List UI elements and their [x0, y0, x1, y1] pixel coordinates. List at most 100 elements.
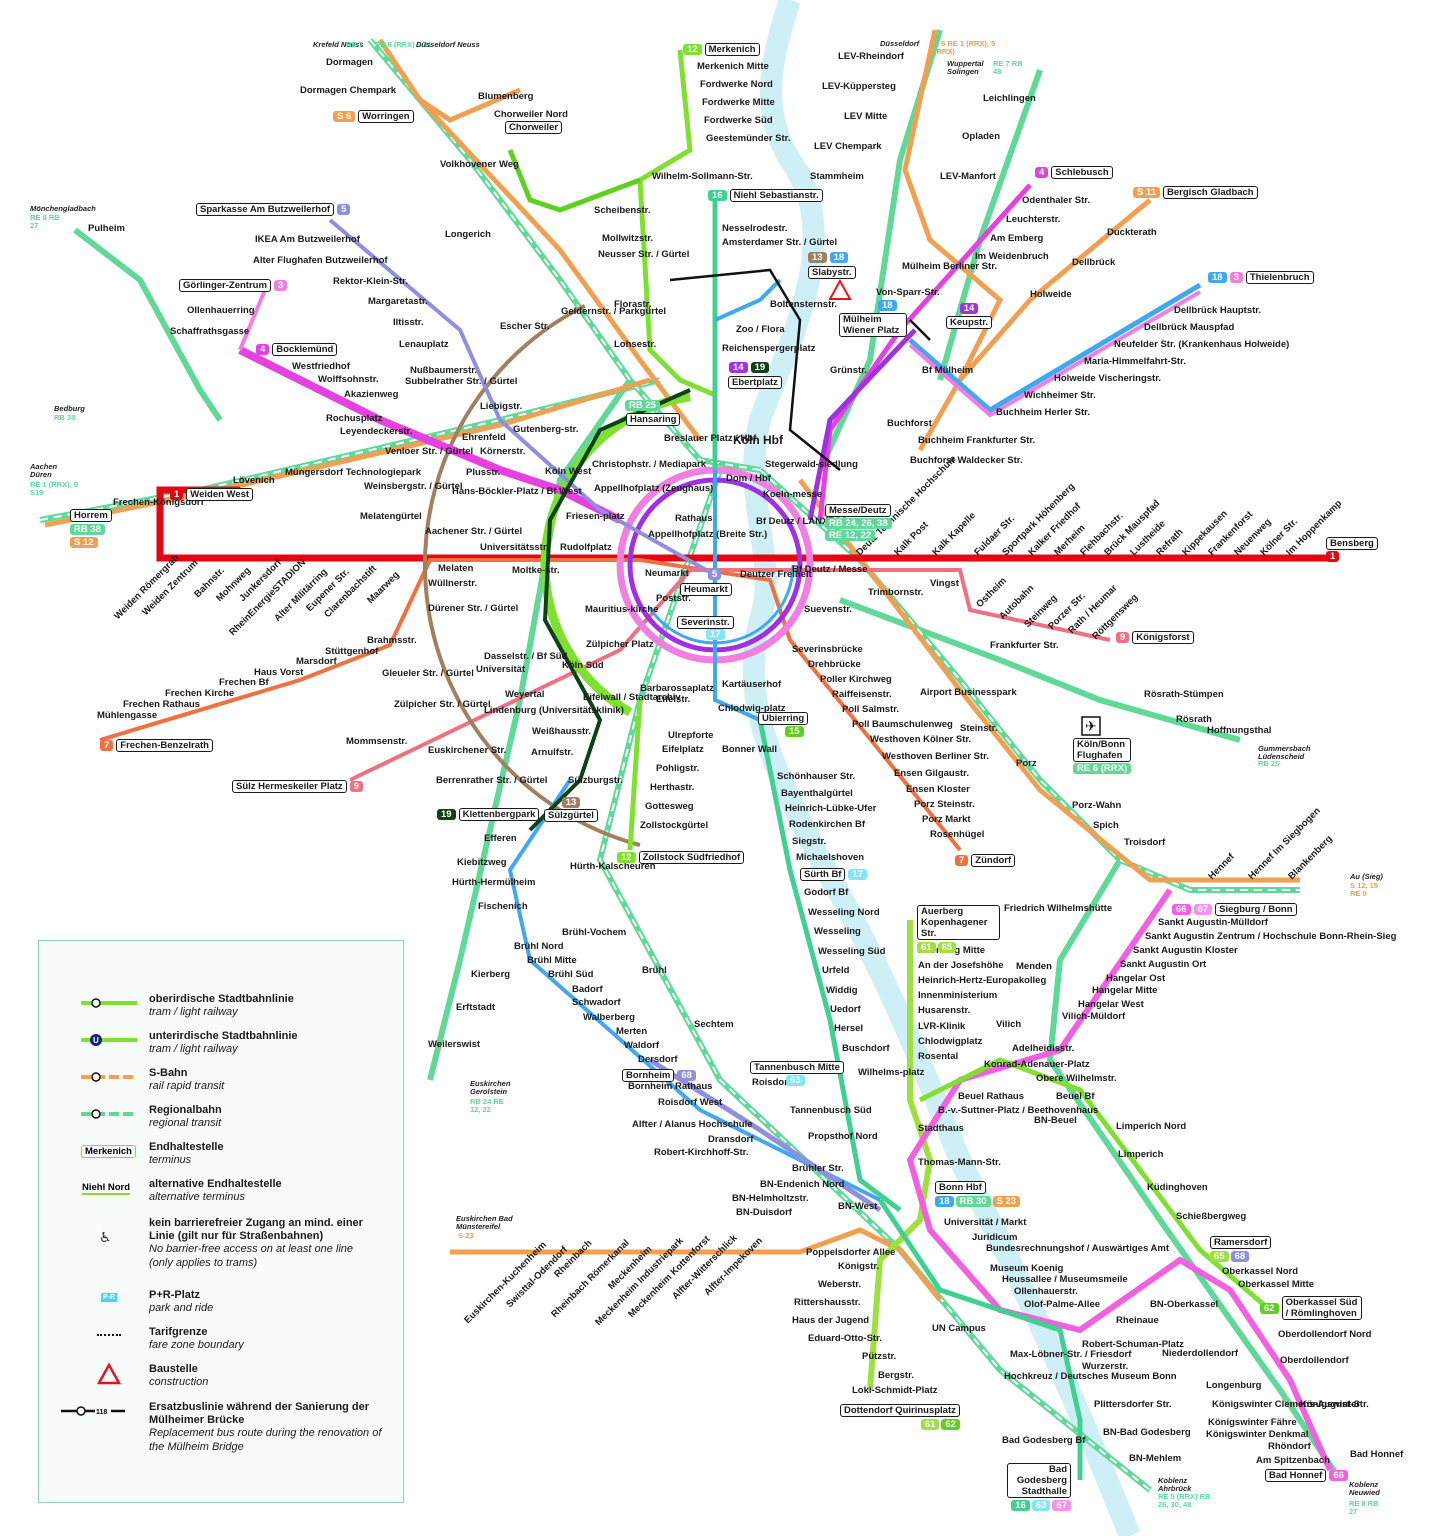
terminus-ubierring[interactable]: Ubierring: [758, 712, 809, 725]
station-reichenspergerplatz[interactable]: Reichenspergerplatz: [722, 343, 816, 354]
station-bruehl-mitte[interactable]: Brühl Mitte: [527, 955, 577, 966]
station-limperich[interactable]: Limperich: [1118, 1149, 1164, 1160]
station-loki-schmidt[interactable]: Loki-Schmidt-Platz: [852, 1385, 938, 1396]
station-spich[interactable]: Spich: [1093, 820, 1119, 831]
station-max-loebner[interactable]: Max-Löbner-Str. / Friesdorf: [1010, 1349, 1132, 1360]
terminus-slabystr[interactable]: 13 18: [808, 252, 849, 263]
station-badorf[interactable]: Badorf: [572, 984, 603, 995]
station-longerich[interactable]: Longerich: [445, 229, 491, 240]
station-lev-chempark[interactable]: LEV Chempark: [814, 141, 882, 152]
station-zoo-flora[interactable]: Zoo / Flora: [736, 324, 785, 335]
station-eduard-otto[interactable]: Eduard-Otto-Str.: [808, 1333, 882, 1344]
station-gottesweg[interactable]: Gottesweg: [645, 801, 694, 812]
terminus-frechen-benzelrath[interactable]: 7 Frechen-Benzelrath: [100, 739, 213, 752]
terminus-flughafen[interactable]: Köln/Bonn Flughafen RE 6 (RRX): [1073, 738, 1132, 774]
station-maria-himmelfahrt[interactable]: Maria-Himmelfahrt-Str.: [1084, 356, 1186, 367]
station-limperich-nord[interactable]: Limperich Nord: [1116, 1121, 1187, 1132]
station-rittershausstr[interactable]: Rittershausstr.: [794, 1297, 861, 1308]
station-rosental[interactable]: Rosental: [918, 1051, 959, 1062]
station-kartaeuserhof[interactable]: Kartäuserhof: [722, 679, 782, 690]
station-heussallee[interactable]: Heussallee / Museumsmeile: [1002, 1274, 1128, 1285]
station-bad-honnef-db[interactable]: Bad Honnef: [1350, 1449, 1404, 1460]
station-rektor-klein[interactable]: Rektor-Klein-Str.: [333, 276, 408, 287]
station-sechtem[interactable]: Sechtem: [694, 1019, 734, 1030]
station-innenministerium[interactable]: Innenministerium: [918, 990, 998, 1001]
station-haus-vorst[interactable]: Haus Vorst: [254, 667, 304, 678]
station-wolffsohnstr[interactable]: Wolffsohnstr.: [318, 374, 379, 385]
station-breslauer-platz[interactable]: Breslauer Platz / Hbf: [664, 433, 757, 444]
station-buchforst-waldecker[interactable]: Buchforst Waldecker Str.: [910, 455, 1023, 466]
station-uedorf[interactable]: Uedorf: [830, 1004, 861, 1015]
terminus-heumarkt-badge[interactable]: 5: [708, 569, 722, 580]
station-buchforst[interactable]: Buchforst: [887, 418, 932, 429]
terminus-bocklemuend[interactable]: 4 Bocklemünd: [256, 343, 338, 356]
station-schoenhauser[interactable]: Schönhauser Str.: [777, 771, 856, 782]
station-hersel[interactable]: Hersel: [834, 1023, 864, 1034]
station-lev-kueppersteg[interactable]: LEV-Küppersteg: [822, 81, 896, 92]
terminus-oberkassel-sued[interactable]: 62 Oberkassel Süd / Römlinghoven: [1260, 1296, 1362, 1320]
station-ikea[interactable]: IKEA Am Butzweilerhof: [255, 234, 360, 245]
station-wesseling[interactable]: Wesseling: [814, 926, 861, 937]
station-appellhofplatz-breite[interactable]: Appellhofplatz (Breite Str.): [648, 529, 768, 540]
station-subbelrather[interactable]: Subbelrather Str. / Gürtel: [405, 376, 518, 387]
station-hangelar-west[interactable]: Hangelar West: [1078, 999, 1144, 1010]
station-suevenstr[interactable]: Suevenstr.: [804, 604, 853, 615]
station-roisdorf-west[interactable]: Roisdorf West: [658, 1097, 723, 1108]
station-koeln-west[interactable]: Köln West: [545, 466, 592, 477]
terminus-hansaring[interactable]: Hansaring: [626, 413, 681, 426]
station-gruenstr[interactable]: Grünstr.: [830, 365, 867, 376]
station-kierberg[interactable]: Kierberg: [471, 969, 511, 980]
terminus-bad-honnef[interactable]: Bad Honnef 66: [1265, 1469, 1348, 1482]
station-severinsbruecke[interactable]: Severinsbrücke: [792, 644, 863, 655]
station-blumenberg[interactable]: Blumenberg: [478, 91, 534, 102]
station-wilhelm-sollmann[interactable]: Wilhelm-Sollmann-Str.: [652, 171, 753, 182]
station-stegerwaldsiedlung[interactable]: Stegerwald-siedlung: [765, 459, 858, 470]
station-chlodwigplatz-bonn[interactable]: Chlodwigplatz: [918, 1036, 983, 1047]
station-opladen[interactable]: Opladen: [962, 131, 1001, 142]
station-koelnmesse[interactable]: Koeln-messe: [763, 489, 823, 500]
station-rudolfplatz[interactable]: Rudolfplatz: [560, 542, 612, 553]
station-heinrich-luebke[interactable]: Heinrich-Lübke-Ufer: [785, 803, 877, 814]
terminus-wiener-platz-badge[interactable]: 18: [878, 300, 897, 311]
terminus-messe-deutz[interactable]: Messe/Deutz RB 24, 26, 38 RE 12, 22: [825, 504, 892, 541]
station-wuellnerstr[interactable]: Wüllnerstr.: [428, 578, 478, 589]
station-margaretastr[interactable]: Margaretastr.: [368, 296, 428, 307]
station-weinsbergstr[interactable]: Weinsbergstr. / Gürtel: [364, 481, 463, 492]
station-odenthaler[interactable]: Odenthaler Str.: [1022, 195, 1091, 206]
station-gleueler-str[interactable]: Gleueler Str. / Gürtel: [382, 668, 474, 679]
station-koenigswinter-faehre[interactable]: Königswinter Fähre: [1208, 1417, 1297, 1428]
terminus-dottendorf[interactable]: Dottendorf Quirinusplatz 61 62: [840, 1404, 960, 1430]
station-barbarossaplatz[interactable]: Barbarossaplatz: [640, 683, 714, 694]
station-tannenbusch-sued[interactable]: Tannenbusch Süd: [790, 1105, 872, 1116]
terminus-siegburg[interactable]: 66 67 Siegburg / Bonn: [1172, 903, 1297, 916]
terminus-zollstock[interactable]: 12 Zollstock Südfriedhof: [617, 851, 745, 864]
station-plittersdorfer[interactable]: Plittersdorfer Str.: [1094, 1399, 1172, 1410]
station-sankt-augustin-ort[interactable]: Sankt Augustin Ort: [1120, 959, 1207, 970]
station-puetzstr[interactable]: Pützstr.: [862, 1351, 897, 1362]
terminus-ubierring-badge[interactable]: 15: [785, 726, 804, 737]
station-koenigstr[interactable]: Königstr.: [838, 1261, 880, 1272]
station-scheibenstr[interactable]: Scheibenstr.: [594, 205, 651, 216]
station-bf-deutz-messe[interactable]: Bf Deutz / Messe: [792, 564, 868, 575]
station-muengersdorf[interactable]: Müngersdorf Technologiepark: [285, 467, 422, 478]
station-aachener-str[interactable]: Aachener Str. / Gürtel: [425, 526, 523, 537]
station-neufelder[interactable]: Neufelder Str. (Krankenhaus Holweide): [1114, 339, 1290, 350]
station-waldorf[interactable]: Waldorf: [624, 1040, 660, 1051]
station-leyendeckerstr[interactable]: Leyendeckerstr.: [340, 426, 413, 437]
station-oberdollendorf-nord[interactable]: Oberdollendorf Nord: [1278, 1329, 1372, 1340]
station-porz[interactable]: Porz: [1016, 758, 1037, 769]
terminus-thielenbruch[interactable]: 18 3 Thielenbruch: [1208, 271, 1314, 284]
station-wesseling-sued[interactable]: Wesseling Süd: [818, 946, 886, 957]
station-bv-suttner[interactable]: B.-v.-Suttner-Platz / Beethovenhaus: [938, 1105, 1099, 1116]
station-eifelwall[interactable]: Eifelwall / Stadtarchiv: [583, 692, 681, 703]
station-dormagen[interactable]: Dormagen: [326, 57, 373, 68]
station-volkhovener-weg[interactable]: Volkhovener Weg: [440, 159, 519, 170]
station-loevenich[interactable]: Lövenich: [233, 475, 275, 486]
terminus-wiener-platz[interactable]: Mülheim Wiener Platz: [839, 313, 907, 337]
station-dasselstr[interactable]: Dasselstr. / Bf Süd: [484, 651, 568, 662]
station-dom-hbf[interactable]: Dom / Hbf: [726, 473, 771, 484]
station-bn-endenich-nord[interactable]: BN-Endenich Nord: [760, 1179, 845, 1190]
station-leuchterstr[interactable]: Leuchterstr.: [1006, 214, 1061, 225]
station-trimbornstr[interactable]: Trimbornstr.: [868, 587, 924, 598]
station-weberstr[interactable]: Weberstr.: [818, 1279, 862, 1290]
